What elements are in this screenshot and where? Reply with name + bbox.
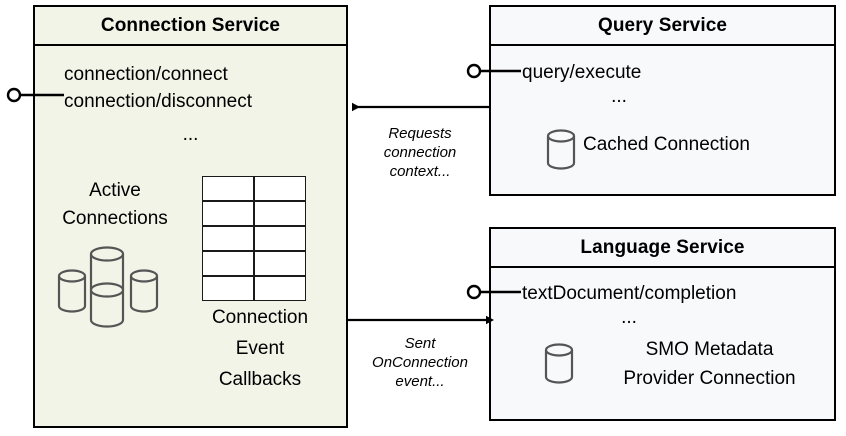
smo-metadata-label-line1: SMO Metadata (645, 339, 774, 360)
edge-label-line2: connection (383, 144, 457, 161)
edge-label-line3: event... (395, 373, 445, 390)
edge-label-line3: context... (389, 163, 451, 180)
active-connections-label-line1: Active (89, 180, 141, 201)
connection-service-title: Connection Service (35, 7, 346, 46)
language-service-title: Language Service (491, 229, 834, 268)
connection-service-interface-0: connection/connect (64, 64, 228, 85)
connection-event-callbacks-line2: Event (235, 338, 285, 359)
query-service-interface-0: query/execute (522, 62, 642, 83)
active-connections-label-line2: Connections (62, 208, 168, 229)
edge-label-query-to-connection: Requests connection context... (357, 124, 483, 181)
connection-service-interface-1: connection/disconnect (64, 91, 253, 112)
connection-event-callbacks-line3: Callbacks (218, 369, 302, 390)
cached-connection-label: Cached Connection (583, 134, 750, 155)
query-service-title: Query Service (491, 7, 834, 46)
connection-event-callbacks-line1: Connection (211, 307, 309, 328)
table-grid-icon (202, 176, 306, 301)
edge-label-line2: OnConnection (372, 354, 468, 371)
edge-label-line1: Requests (388, 125, 452, 142)
edge-label-connection-to-language: Sent OnConnection event... (352, 334, 488, 391)
component-query-service[interactable]: Query Service (489, 5, 836, 196)
language-service-interface-ellipsis: ... (621, 307, 637, 328)
smo-metadata-label-line2: Provider Connection (623, 368, 796, 389)
edge-label-line1: Sent (404, 335, 436, 352)
query-service-interface-ellipsis: ... (611, 86, 627, 107)
language-service-interface-0: textDocument/completion (522, 283, 737, 304)
component-language-service[interactable]: Language Service (489, 227, 836, 421)
connection-service-interface-ellipsis: ... (182, 124, 199, 145)
